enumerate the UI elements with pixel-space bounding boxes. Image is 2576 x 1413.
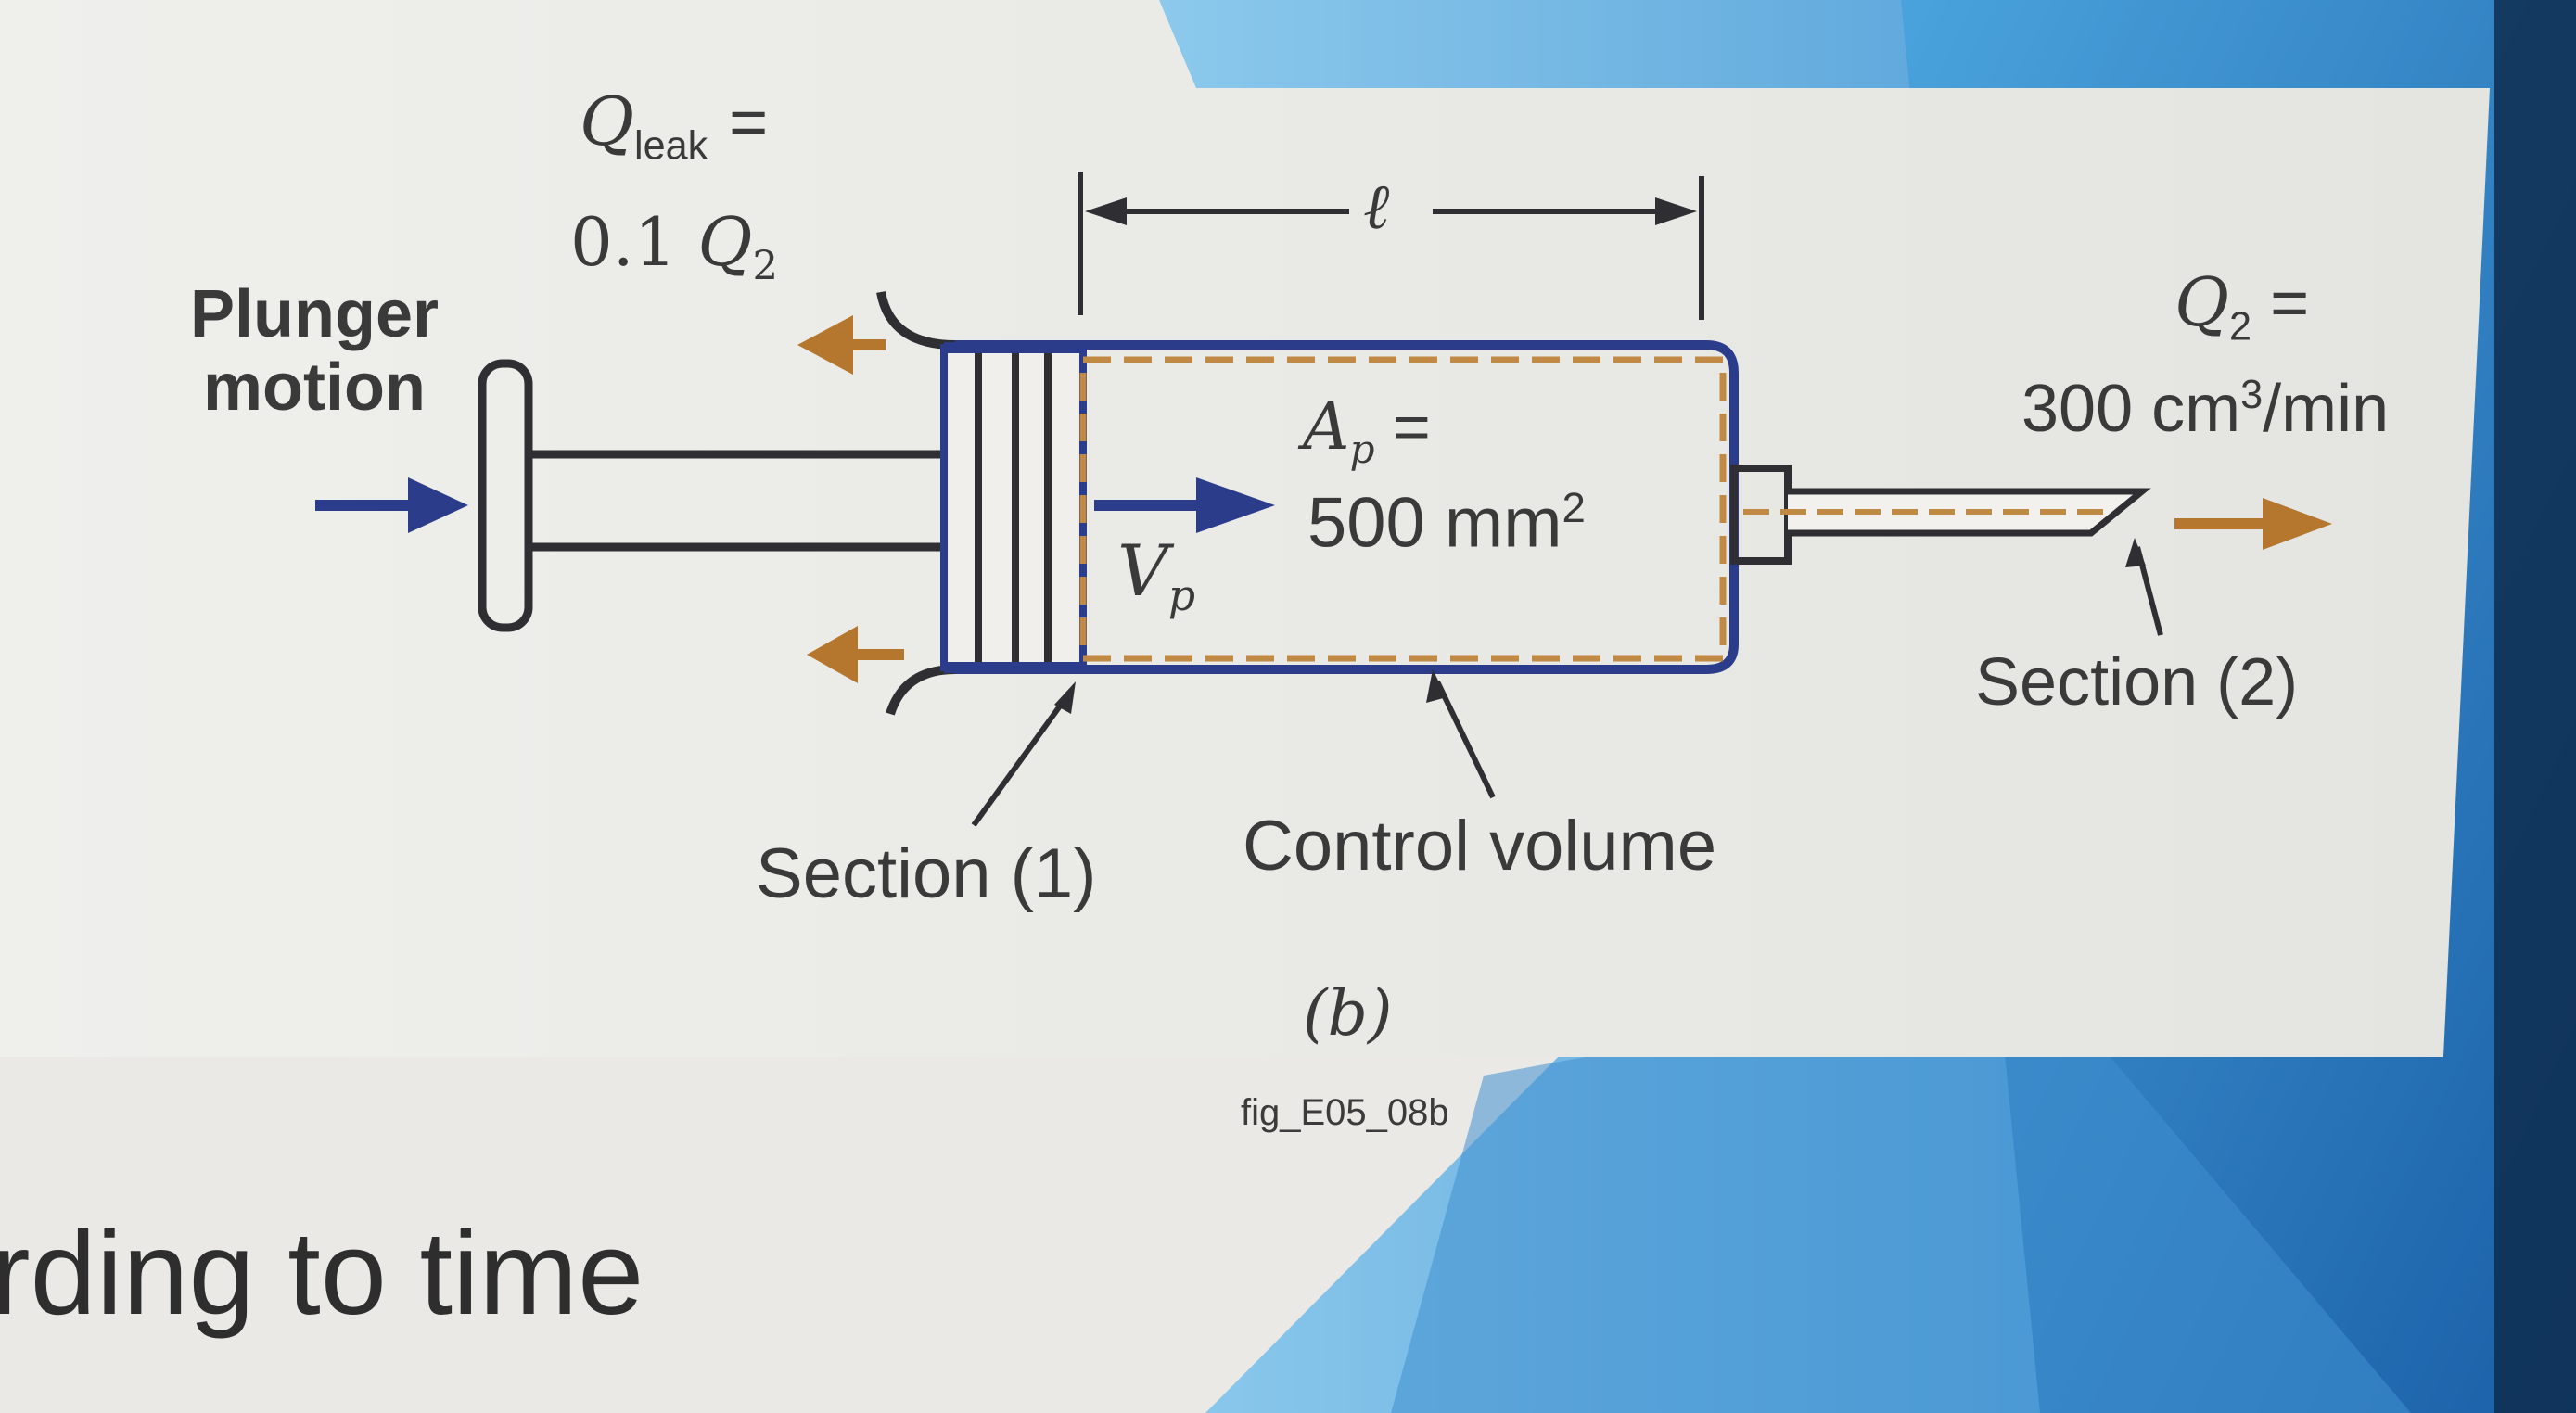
velocity-label: Vp	[1117, 529, 1196, 621]
control-volume-label: Control volume	[1243, 807, 1717, 885]
section1-leader	[971, 689, 1074, 827]
slide-partial-text: rding to time	[0, 1207, 644, 1340]
section2-label: Section (2)	[1975, 645, 2299, 719]
dimension-arrow-icon	[1078, 172, 1704, 320]
q-leak-value: 0.1 Q2	[570, 203, 778, 290]
right-arrow-icon	[1094, 477, 1275, 533]
control-volume-boundary	[1079, 356, 1727, 662]
needle	[1788, 488, 2151, 537]
left-arrow-icon	[807, 626, 904, 683]
barrel-flange-top	[876, 290, 956, 350]
area-value: 500 mm2	[1307, 483, 1586, 563]
left-arrow-icon	[797, 315, 886, 375]
right-arrow-icon	[2174, 498, 2332, 550]
part-label: (b)	[1303, 977, 1393, 1050]
area-label: Ap =	[1303, 388, 1431, 472]
piston	[940, 342, 1087, 673]
figure-id-label: fig_E05_08b	[1241, 1092, 1449, 1133]
bg-shape-mid	[1391, 974, 2411, 1413]
q2-value: 300 cm3/min	[2021, 372, 2390, 446]
section2-leader-tip	[2125, 538, 2146, 567]
control-volume-leader-tip	[1426, 669, 1447, 703]
section1-label: Section (1)	[756, 834, 1097, 913]
barrel-flange-bottom	[886, 665, 956, 716]
right-arrow-icon	[315, 477, 468, 533]
plunger-handle	[478, 359, 533, 632]
control-volume-leader	[1435, 680, 1496, 799]
section1-leader-tip	[1054, 681, 1076, 714]
q-leak-label: Qleak =	[580, 83, 769, 169]
q2-label: Q2 =	[2174, 263, 2310, 350]
plunger-motion-line1: Plunger	[190, 277, 440, 351]
plunger-motion-line2: motion	[203, 350, 426, 426]
figure-panel	[0, 0, 2490, 1057]
plunger-motion-label: Plunger motion	[190, 277, 440, 426]
length-label: ℓ	[1363, 171, 1390, 244]
